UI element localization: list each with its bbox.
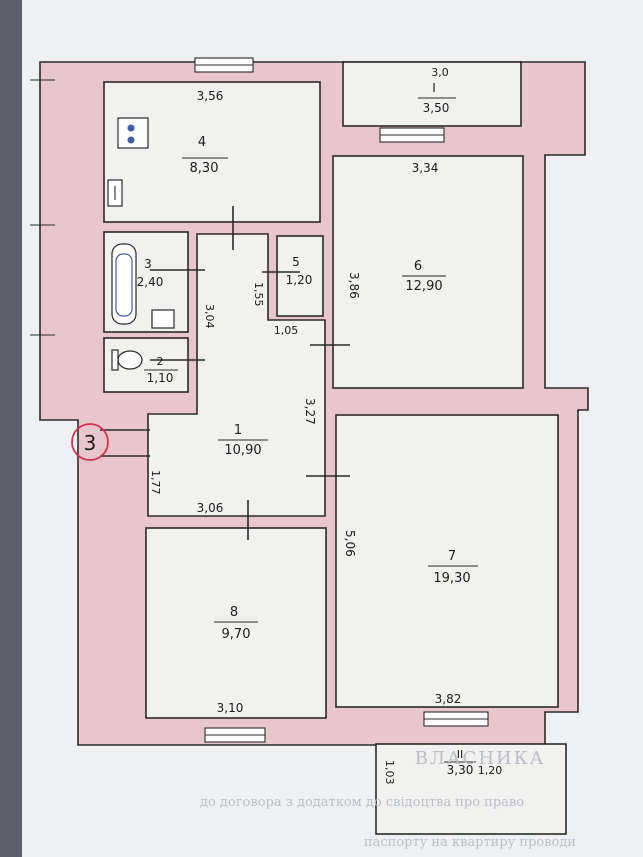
room-1-dim-h: 3,27 xyxy=(303,398,317,425)
toilet-icon xyxy=(111,349,143,371)
stove-icon xyxy=(117,117,149,149)
balcony-1-id: I xyxy=(432,81,436,95)
room-5 xyxy=(276,235,324,317)
room-1 xyxy=(147,233,326,517)
room-5-id: 5 xyxy=(292,255,300,269)
balcony-2-dim-w: 1,20 xyxy=(478,764,503,777)
room-8-area: 9,70 xyxy=(222,627,251,642)
balcony-2-area: 3,30 xyxy=(447,763,474,777)
balcony-2 xyxy=(375,743,567,835)
door-marks xyxy=(100,206,350,540)
room-1-area: 10,90 xyxy=(224,443,261,458)
footer-heading: ВЛАСНИКА xyxy=(415,748,546,769)
washbasin-icon xyxy=(151,309,175,329)
room-4 xyxy=(103,81,321,223)
room-4-id: 4 xyxy=(198,135,206,150)
room-6-dim-h: 3,86 xyxy=(347,272,361,299)
room-4-dim: 3,56 xyxy=(197,89,224,103)
room-4-area: 8,30 xyxy=(190,161,219,176)
marker-circle xyxy=(71,423,109,461)
room-7-dim-w: 3,82 xyxy=(435,692,462,706)
balcony-1-dim: 3,0 xyxy=(431,66,449,79)
room-3-id: 3 xyxy=(144,257,152,271)
footer-line-1: до договора з додатком до свідоцтва про … xyxy=(200,795,524,810)
room-8-id: 8 xyxy=(230,605,238,620)
room-1-dim-extra: 3,04 xyxy=(203,304,216,329)
room-2-area: 1,10 xyxy=(147,371,174,385)
room-8-dim-w: 3,10 xyxy=(217,701,244,715)
sink-icon xyxy=(107,179,123,207)
balcony-2-id: II xyxy=(457,748,464,761)
windows xyxy=(30,57,489,743)
bathtub-icon xyxy=(111,243,137,325)
room-6-dim-w: 3,34 xyxy=(412,161,439,175)
room-7-dim-h: 5,06 xyxy=(343,530,357,557)
room-6-area: 12,90 xyxy=(405,279,442,294)
room-7-area: 19,30 xyxy=(433,571,470,586)
room-5-area: 1,20 xyxy=(286,273,313,287)
page-edge xyxy=(0,0,22,857)
room-7 xyxy=(335,414,559,708)
room-6-id: 6 xyxy=(414,259,422,274)
marker-label: 3 xyxy=(84,431,97,455)
room-1-dim-small: 1,05 xyxy=(274,324,299,337)
balcony-1-area: 3,50 xyxy=(423,101,450,115)
balcony-1 xyxy=(342,61,522,127)
footer-line-2: паспорту на квартиру проводи xyxy=(364,835,576,850)
room-1-id: 1 xyxy=(234,423,242,438)
room-1-dim-w: 3,06 xyxy=(197,501,224,515)
room-5-dim: 1,55 xyxy=(252,282,265,307)
room-7-id: 7 xyxy=(448,549,456,564)
room-2-id: 2 xyxy=(157,355,164,368)
balcony-2-dim-h: 1,03 xyxy=(383,760,396,785)
room-6 xyxy=(332,155,524,389)
room-3-area: 2,40 xyxy=(137,275,164,289)
room-8 xyxy=(145,527,327,719)
room-1-dim-left: 1,77 xyxy=(149,470,162,495)
